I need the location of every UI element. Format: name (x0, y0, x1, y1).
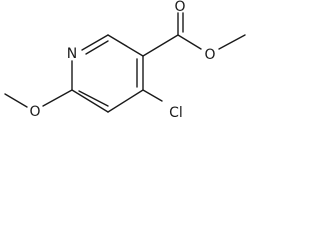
ester-oxygen-label: O (204, 47, 215, 63)
methoxy-oxygen-label: O (29, 104, 40, 120)
bond-carbonyl-ester-o (177, 34, 202, 50)
bond-ring-c6-n-double (85, 40, 109, 55)
bond-ring-c3-c4 (107, 89, 144, 113)
bond-ester-o-methyl (218, 34, 246, 50)
bond-c5-carbonyl-carbon (142, 34, 179, 57)
bond-o-methyl (4, 93, 28, 108)
bond-ring-c5-c6 (107, 34, 144, 57)
chemical-structure-diagram: N O Cl O O (4, 0, 246, 121)
structure-canvas: N O Cl O O (0, 0, 250, 138)
bond-ring-c2-c3-double (78, 90, 109, 107)
bond-ring-c6-n (81, 34, 109, 51)
ring-nitrogen-label: N (67, 46, 77, 62)
bond-c2-o-methoxy (42, 89, 73, 107)
chlorine-label: Cl (169, 105, 183, 121)
bond-c4-cl (142, 89, 163, 102)
carbonyl-oxygen-label: O (174, 0, 185, 15)
bond-ring-c2-c3 (71, 89, 109, 113)
